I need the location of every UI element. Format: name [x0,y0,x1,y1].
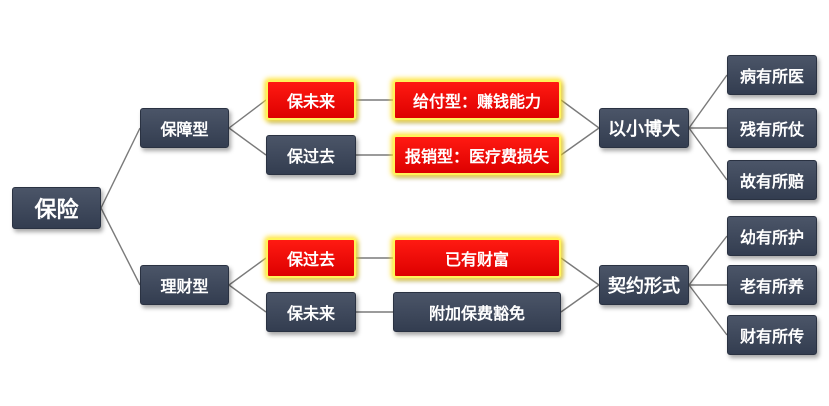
connector-p-row1-summary [560,99,600,129]
protection-outcome-2: 残有所仗 [727,108,817,148]
wealth-row2-detail: 附加保费豁免 [393,292,561,332]
connector-w-summary-out1 [688,235,728,286]
wealth-type-node: 理财型 [140,265,229,305]
protection-row2-tag: 保过去 [266,135,356,175]
protection-row2-detail: 报销型：医疗费损失 [393,135,561,175]
connector-root-wealth [100,207,141,286]
connector-protection-row1 [228,99,267,129]
root-node: 保险 [12,187,101,229]
connector-protection-row2 [228,127,267,156]
protection-summary-node: 以小博大 [599,108,689,148]
wealth-row1-detail: 已有财富 [393,238,561,278]
connector-w-row1-summary [560,257,600,286]
wealth-row2-tag: 保未来 [266,292,356,332]
connector-root-protection [100,127,141,209]
wealth-outcome-2: 老有所养 [727,265,817,305]
connector-wealth-row2 [228,284,267,313]
connector-wealth-row1 [228,257,267,286]
protection-row1-detail: 给付型：赚钱能力 [393,80,561,120]
connector-p-summary-out3 [688,127,728,181]
connector-w-row2-summary [560,284,600,313]
wealth-outcome-3: 财有所传 [727,315,817,355]
connector-w-summary-out3 [688,284,728,336]
protection-outcome-3: 故有所赔 [727,160,817,200]
wealth-outcome-1: 幼有所护 [727,216,817,256]
wealth-summary-node: 契约形式 [599,265,689,305]
protection-row1-tag: 保未来 [266,80,356,120]
connector-p-summary-out1 [688,74,728,129]
protection-type-node: 保障型 [140,108,229,148]
protection-outcome-1: 病有所医 [727,55,817,95]
connector-p-row2-summary [560,127,600,156]
wealth-row1-tag: 保过去 [266,238,356,278]
